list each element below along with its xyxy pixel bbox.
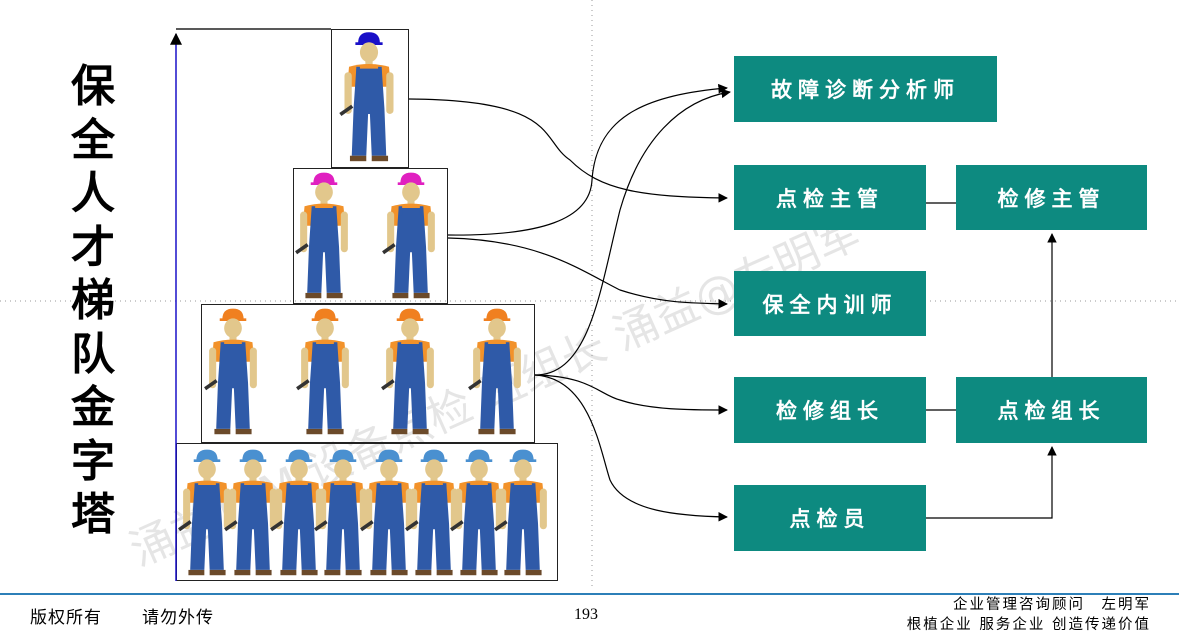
title-char: 才 <box>71 221 115 273</box>
title-char: 塔 <box>71 489 115 540</box>
worker-icon <box>360 449 413 576</box>
footer-divider <box>0 593 1179 595</box>
copyright-text: 版权所有 <box>30 608 102 628</box>
connector-tier2-to-trainer <box>447 237 728 309</box>
worker-icon <box>339 32 394 162</box>
consultant-text: 企业管理咨询顾问 左明军 <box>953 597 1151 613</box>
worker-icon <box>468 308 521 435</box>
connector-tier3-to-maintenance-leader <box>534 374 728 415</box>
title-char: 人 <box>71 168 115 219</box>
no-share-text: 请勿外传 <box>142 608 214 628</box>
pyramid-tier-3 <box>201 304 535 443</box>
title-char: 金 <box>71 382 115 433</box>
pyramid-tier-2 <box>293 168 448 304</box>
connector-tier3-to-inspector <box>534 374 728 522</box>
worker-icon <box>296 308 349 435</box>
worker-icon <box>295 172 348 299</box>
role-maintenance-leader: 检修组长 <box>734 377 926 443</box>
role-internal-trainer: 保全内训师 <box>734 271 926 336</box>
page-title: 保 全 人 才 梯 队 金 字 塔 <box>62 60 124 542</box>
worker-icon <box>494 449 547 576</box>
title-char: 队 <box>71 328 115 380</box>
connector-tier2-to-fault-diagnosis <box>447 83 728 236</box>
role-inspection-leader: 点检组长 <box>956 377 1147 443</box>
connector-tier3-to-fault-diagnosis <box>534 88 731 376</box>
worker-icon <box>450 449 503 576</box>
pyramid-tier-top <box>331 29 409 168</box>
title-char: 梯 <box>71 275 115 326</box>
worker-icon <box>381 308 434 435</box>
worker-icon <box>314 449 367 576</box>
connector-top-to-inspection-supervisor <box>408 98 728 203</box>
role-inspection-supervisor: 点检主管 <box>734 165 926 230</box>
role-inspector: 点检员 <box>734 485 926 551</box>
worker-icon <box>204 308 257 435</box>
role-maintenance-supervisor: 检修主管 <box>956 165 1147 230</box>
worker-icon <box>224 449 277 576</box>
page-number: 193 <box>574 606 598 623</box>
slogan-text: 根植企业 服务企业 创造传递价值 <box>906 617 1151 633</box>
footer-right: 企业管理咨询顾问 左明军 根植企业 服务企业 创造传递价值 <box>907 595 1151 635</box>
worker-icon <box>382 172 435 299</box>
title-char: 保 <box>71 61 115 112</box>
role-fault-diagnosis-analyst: 故障诊断分析师 <box>734 56 997 122</box>
title-char: 全 <box>71 114 115 166</box>
worker-icon <box>270 449 323 576</box>
footer-left: 版权所有 请勿外传 <box>30 603 254 628</box>
worker-icon <box>178 449 231 576</box>
connector-inspector-to-inspection-leader <box>926 446 1057 519</box>
title-char: 字 <box>71 435 115 487</box>
